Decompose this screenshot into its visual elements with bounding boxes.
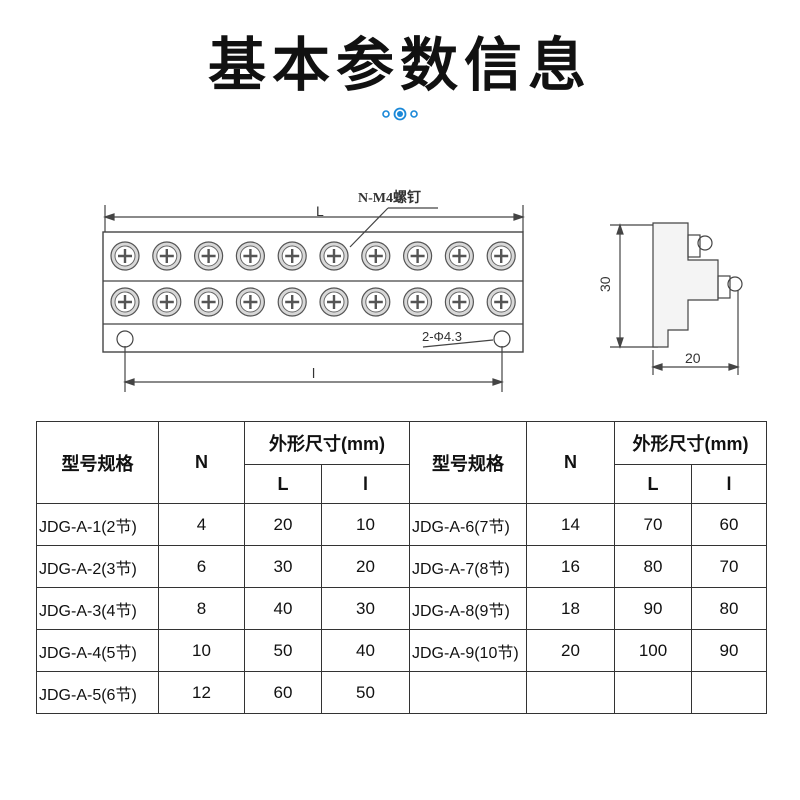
n-cell: 8 [158,587,245,630]
pagination-dots [382,107,418,121]
table-row: JDG-A-2(3节) 6 30 20 JDG-A-7(8节) 16 80 70 [36,545,767,588]
l-cell: 40 [321,629,410,672]
dot-icon [382,110,390,118]
screw-label: N-M4螺钉 [358,189,421,206]
n-cell: 10 [158,629,245,672]
page-title: 基本参数信息 [207,31,592,99]
n-cell [526,671,615,714]
model-cell: JDG-A-6(7节) [409,503,527,546]
model-cell: JDG-A-9(10节) [409,629,527,672]
screw-icon [319,287,349,317]
l-cell: 20 [321,545,410,588]
l-cell: 60 [691,503,767,546]
dot-active-icon [393,107,407,121]
header-dimensions: 外形尺寸(mm) [614,421,767,465]
n-cell: 6 [158,545,245,588]
length-L-label: L [316,203,324,219]
header-l: l [321,464,410,504]
L-cell: 100 [614,629,692,672]
L-cell: 50 [244,629,322,672]
screw-icon [403,287,433,317]
L-cell: 70 [614,503,692,546]
table-row: JDG-A-3(4节) 8 40 30 JDG-A-8(9节) 18 90 80 [36,587,767,630]
header-l: l [691,464,767,504]
L-cell: 20 [244,503,322,546]
screw-icon [361,287,391,317]
model-cell: JDG-A-4(5节) [36,629,159,672]
L-cell: 90 [614,587,692,630]
model-cell: JDG-A-8(9节) [409,587,527,630]
header-n: N [158,421,245,504]
n-cell: 14 [526,503,615,546]
screw-icon [152,287,182,317]
model-cell: JDG-A-1(2节) [36,503,159,546]
header-dimensions: 外形尺寸(mm) [244,421,410,465]
height-dim-label: 30 [597,276,613,292]
l-cell: 90 [691,629,767,672]
l-cell: 80 [691,587,767,630]
screw-icon [319,241,349,271]
screw-icon [403,241,433,271]
l-cell: 50 [321,671,410,714]
model-cell: JDG-A-3(4节) [36,587,159,630]
screw-icon [277,287,307,317]
n-cell: 12 [158,671,245,714]
header-L: L [244,464,322,504]
hole-label: 2-Φ4.3 [422,329,462,344]
screw-icon [235,241,265,271]
model-cell: JDG-A-5(6节) [36,671,159,714]
l-cell [691,671,767,714]
n-cell: 4 [158,503,245,546]
n-cell: 18 [526,587,615,630]
L-cell: 30 [244,545,322,588]
terminal-block-drawing: L N-M4螺钉 l 2-Φ4.3 30 20 [102,189,743,392]
screw-icon [486,287,516,317]
l-cell: 10 [321,503,410,546]
l-cell: 70 [691,545,767,588]
screw-icon [235,287,265,317]
header-L: L [614,464,692,504]
L-cell: 60 [244,671,322,714]
spec-table: 型号规格 N 外形尺寸(mm) 型号规格 N 外形尺寸(mm) L l L l … [36,421,767,714]
dot-icon [410,110,418,118]
screw-icon [486,241,516,271]
model-cell: JDG-A-2(3节) [36,545,159,588]
screw-icon [110,241,140,271]
L-cell [614,671,692,714]
screw-icon [110,287,140,317]
model-cell: JDG-A-7(8节) [409,545,527,588]
screw-icon [444,241,474,271]
screw-icon [152,241,182,271]
L-cell: 80 [614,545,692,588]
header-n: N [526,421,615,504]
table-row: JDG-A-4(5节) 10 50 40 JDG-A-9(10节) 20 100… [36,629,767,672]
screw-icon [193,241,224,271]
model-cell [409,671,527,714]
screw-icon [193,287,224,317]
width-dim-label: 20 [685,350,701,366]
header-model: 型号规格 [36,421,159,504]
screw-icon [444,287,474,317]
screw-rows [110,241,516,317]
screw-icon [277,241,307,271]
table-row: JDG-A-5(6节) 12 60 50 [36,671,767,714]
header-model: 型号规格 [409,421,527,504]
screw-icon [361,241,391,271]
l-cell: 30 [321,587,410,630]
n-cell: 20 [526,629,615,672]
n-cell: 16 [526,545,615,588]
length-l-label: l [312,365,315,381]
table-row: JDG-A-1(2节) 4 20 10 JDG-A-6(7节) 14 70 60 [36,503,767,546]
L-cell: 40 [244,587,322,630]
